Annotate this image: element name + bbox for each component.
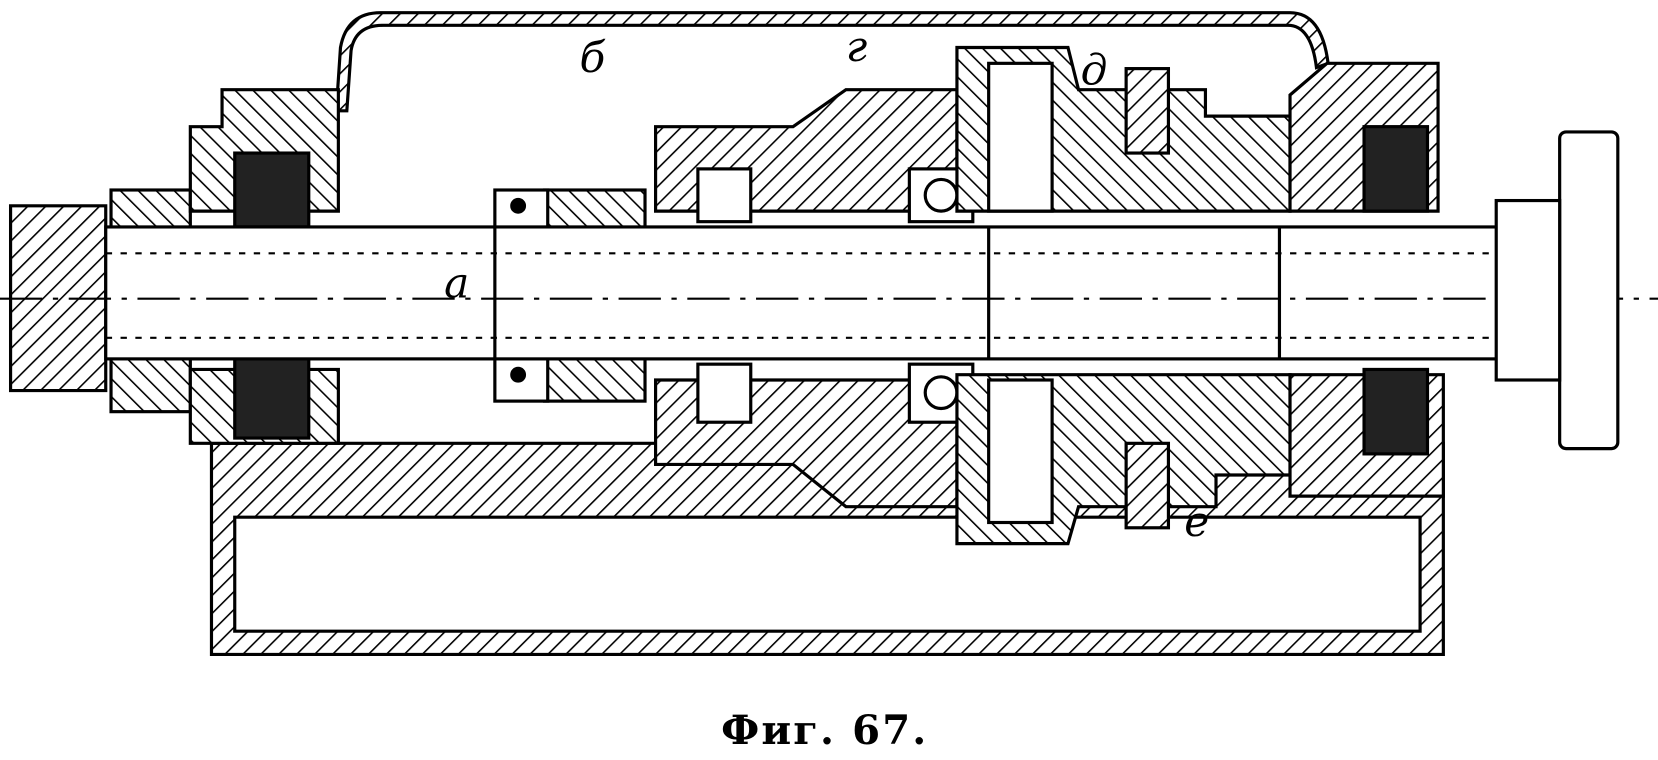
label-gear: д [1081,45,1108,94]
bearing-1-bottom [696,362,753,424]
handwheel [1558,130,1620,451]
left-bearing-top [233,151,311,229]
right-bearing-top [1362,125,1430,213]
label-nut: е [1184,497,1209,546]
bolt-bottom [1124,441,1171,530]
figure-caption: Фиг. 67. [721,707,928,754]
shaft [104,225,1567,361]
label-cover: б [579,33,605,82]
bolt-top [1124,67,1171,155]
right-bearing-bottom [1362,367,1430,456]
hub [1494,198,1562,382]
left-bearing-bottom [233,357,311,440]
label-housing: г [846,22,867,71]
gear-tooth-top [987,61,1054,213]
gear-tooth-bottom [987,378,1054,525]
bearing-1-top [696,167,753,224]
label-shaft: а [444,259,469,308]
